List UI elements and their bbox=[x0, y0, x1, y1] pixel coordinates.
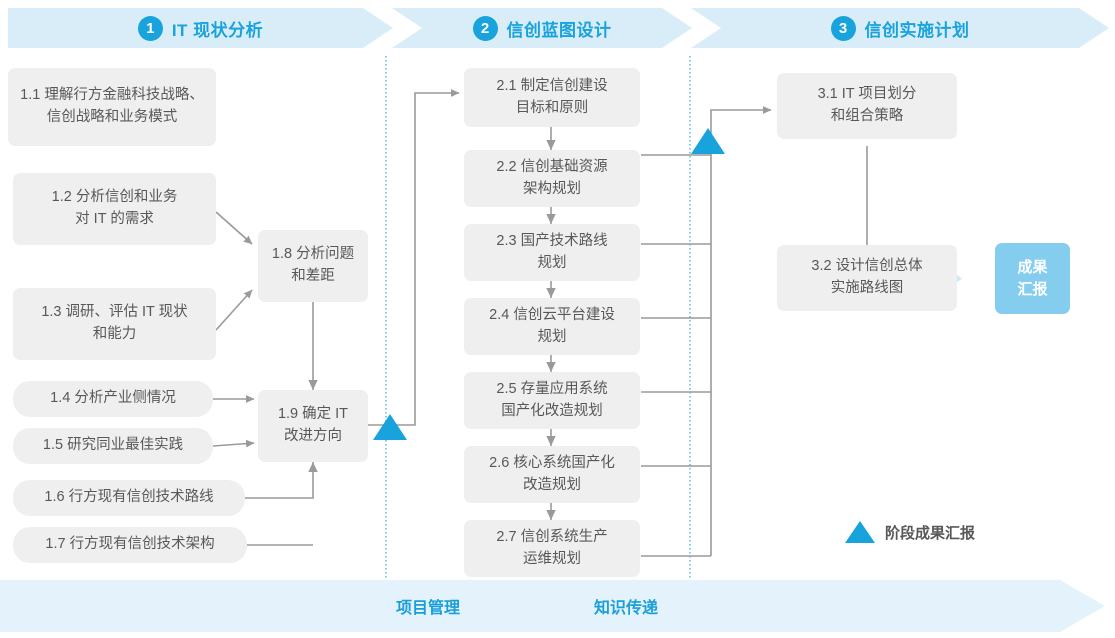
result-report-label: 成果 汇报 bbox=[1017, 258, 1048, 298]
process-box-1-4-label: 1.4 分析产业侧情况 bbox=[50, 390, 176, 407]
process-box-1-9[interactable]: 1.9 确定 IT 改进方向 bbox=[258, 390, 368, 462]
phase-band-2: 2 信创蓝图设计 bbox=[392, 8, 692, 48]
process-box-1-6[interactable]: 1.6 行方现有信创技术路线 bbox=[13, 480, 245, 516]
process-box-2-7[interactable]: 2.7 信创系统生产 运维规划 bbox=[464, 520, 640, 577]
milestone-triangle-phase2 bbox=[691, 128, 725, 154]
process-box-2-2-label: 2.2 信创基础资源 架构规划 bbox=[496, 158, 608, 197]
wire-12-18 bbox=[215, 211, 253, 245]
process-box-1-2[interactable]: 1.2 分析信创和业务 对 IT 的需求 bbox=[13, 173, 216, 245]
wire-13-18 bbox=[215, 289, 253, 331]
triangle-icon bbox=[845, 521, 875, 543]
process-box-1-6-label: 1.6 行方现有信创技术路线 bbox=[44, 489, 214, 506]
process-box-1-7[interactable]: 1.7 行方现有信创技术架构 bbox=[13, 527, 247, 563]
process-box-1-3-label: 1.3 调研、评估 IT 现状 和能力 bbox=[41, 304, 188, 342]
phase-band-3: 3 信创实施计划 bbox=[691, 8, 1109, 48]
phase-title-1: IT 现状分析 bbox=[171, 20, 264, 40]
process-box-2-4-label: 2.4 信创云平台建设 规划 bbox=[489, 306, 615, 345]
process-box-2-7-label: 2.7 信创系统生产 运维规划 bbox=[496, 528, 608, 567]
process-box-2-6-label: 2.6 核心系统国产化 改造规划 bbox=[489, 454, 615, 493]
result-report-box[interactable]: 成果 汇报 bbox=[995, 243, 1070, 314]
bottom-lane-label-2: 知识传递 bbox=[594, 600, 659, 617]
process-box-2-6[interactable]: 2.6 核心系统国产化 改造规划 bbox=[464, 446, 640, 503]
process-box-3-1-label: 3.1 IT 项目划分 和组合策略 bbox=[817, 86, 917, 124]
process-box-2-3[interactable]: 2.3 国产技术路线 规划 bbox=[464, 224, 640, 281]
wire-16-19 bbox=[245, 462, 318, 499]
phase-number-2: 2 bbox=[472, 15, 498, 41]
process-box-2-5[interactable]: 2.5 存量应用系统 国产化改造规划 bbox=[464, 372, 640, 429]
phase-number-3: 3 bbox=[830, 15, 856, 41]
process-box-1-5[interactable]: 1.5 研究同业最佳实践 bbox=[13, 428, 213, 464]
wire-19-21 bbox=[368, 89, 460, 426]
process-box-1-1-label: 1.1 理解行方金融科技战略、 信创战略和业务模式 bbox=[20, 87, 204, 125]
process-box-3-2-label: 3.2 设计信创总体 实施路线图 bbox=[811, 258, 923, 296]
process-box-1-5-label: 1.5 研究同业最佳实践 bbox=[42, 437, 184, 454]
process-box-2-4[interactable]: 2.4 信创云平台建设 规划 bbox=[464, 298, 640, 355]
process-box-1-3[interactable]: 1.3 调研、评估 IT 现状 和能力 bbox=[13, 288, 216, 360]
process-box-1-9-label: 1.9 确定 IT 改进方向 bbox=[277, 406, 349, 444]
process-box-2-2[interactable]: 2.2 信创基础资源 架构规划 bbox=[464, 150, 640, 207]
process-box-2-3-label: 2.3 国产技术路线 规划 bbox=[496, 232, 608, 271]
phase-chevron-shape-3 bbox=[691, 8, 1109, 48]
legend-milestone-label: 阶段成果汇报 bbox=[885, 524, 976, 542]
phase-title-2: 信创蓝图设计 bbox=[506, 20, 612, 40]
bottom-lane-band: 项目管理 知识传递 bbox=[0, 580, 1115, 632]
bottom-lane-label-1: 项目管理 bbox=[396, 600, 461, 617]
phase-title-3: 信创实施计划 bbox=[864, 20, 970, 40]
wire-15-19 bbox=[212, 439, 255, 448]
process-box-1-2-label: 1.2 分析信创和业务 对 IT 的需求 bbox=[51, 189, 178, 227]
process-box-2-1[interactable]: 2.1 制定信创建设 目标和原则 bbox=[464, 68, 640, 127]
process-box-1-1[interactable]: 1.1 理解行方金融科技战略、 信创战略和业务模式 bbox=[8, 68, 216, 146]
phase-chevron-shape-1 bbox=[8, 8, 393, 48]
process-box-2-1-label: 2.1 制定信创建设 目标和原则 bbox=[496, 77, 608, 116]
process-box-3-1[interactable]: 3.1 IT 项目划分 和组合策略 bbox=[777, 73, 957, 139]
process-box-1-7-label: 1.7 行方现有信创技术架构 bbox=[45, 536, 215, 553]
legend-milestone: 阶段成果汇报 bbox=[845, 521, 975, 543]
process-box-1-8[interactable]: 1.8 分析问题 和差距 bbox=[258, 230, 368, 302]
process-box-2-5-label: 2.5 存量应用系统 国产化改造规划 bbox=[496, 380, 608, 419]
process-box-1-4[interactable]: 1.4 分析产业侧情况 bbox=[13, 381, 213, 417]
wire-bus-31 bbox=[710, 106, 772, 556]
phase-band-1: 1 IT 现状分析 bbox=[8, 8, 393, 48]
milestone-triangle-phase1 bbox=[373, 414, 407, 440]
phase-number-1: 1 bbox=[137, 15, 163, 41]
bottom-band-shape bbox=[0, 580, 1105, 632]
process-box-1-8-label: 1.8 分析问题 和差距 bbox=[271, 246, 355, 284]
process-box-3-2[interactable]: 3.2 设计信创总体 实施路线图 bbox=[777, 245, 957, 311]
phase-chevron-shape-2 bbox=[392, 8, 692, 48]
